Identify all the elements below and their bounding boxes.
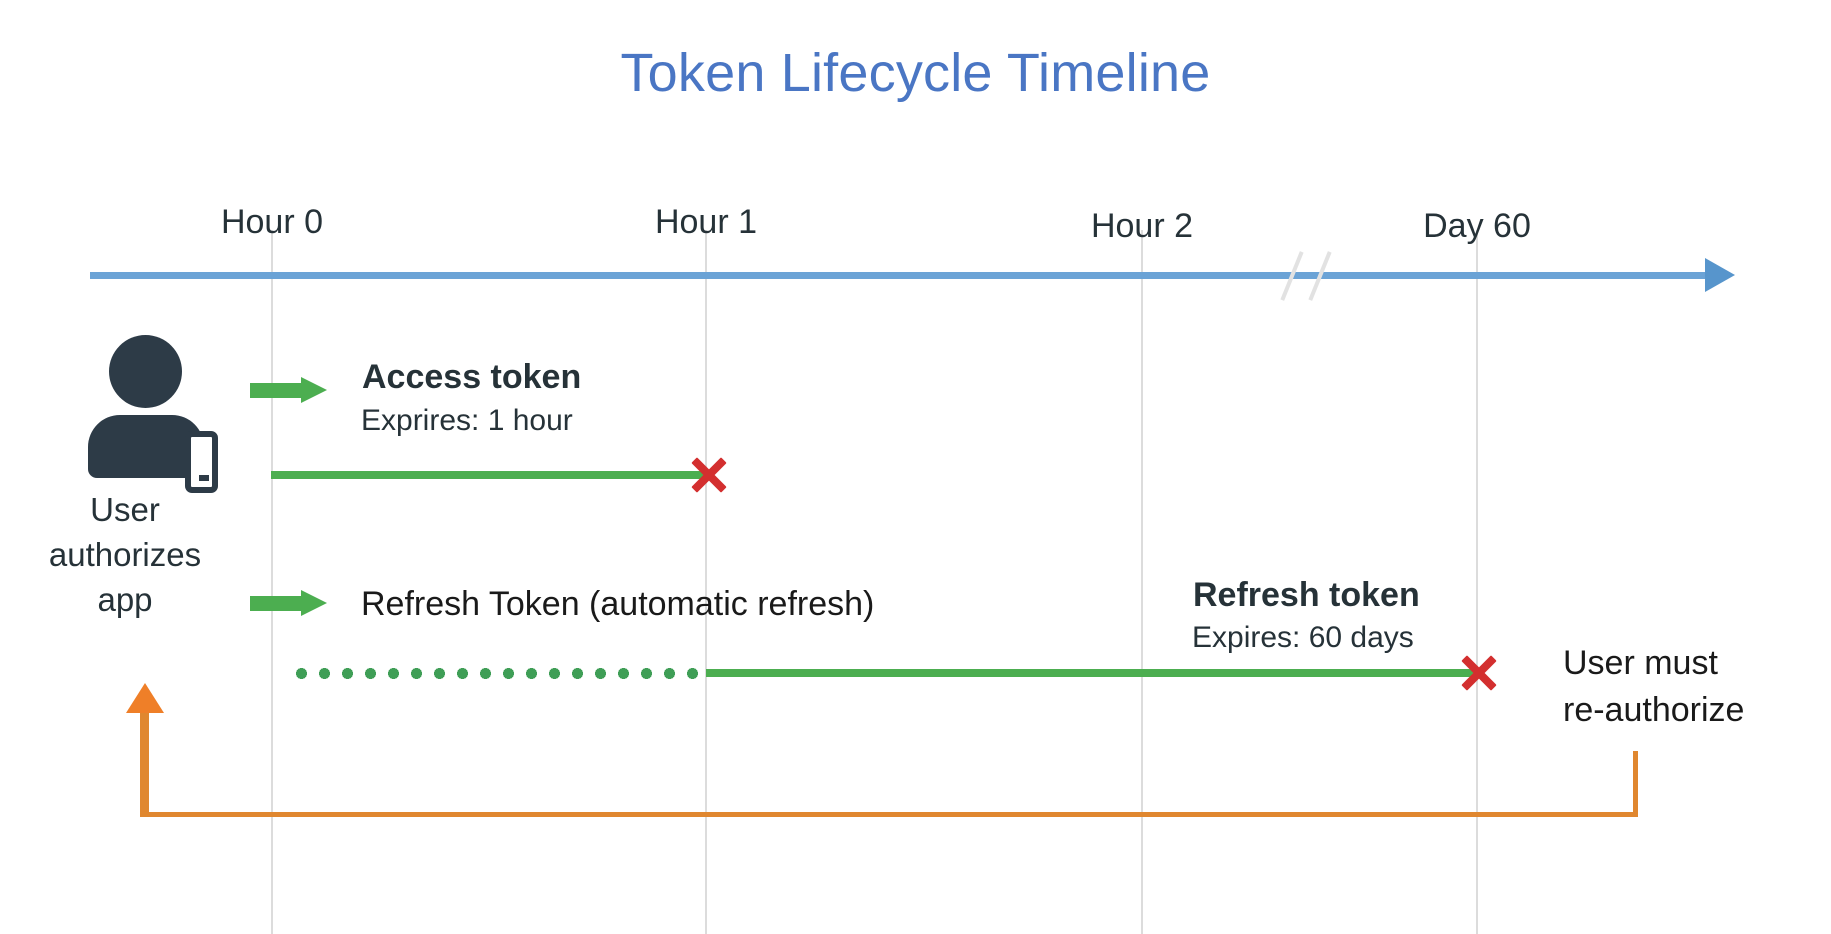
gridline-hour-0 <box>271 230 273 934</box>
tick-label-hour-1: Hour 1 <box>654 203 758 241</box>
timeline-arrow-icon <box>1705 258 1735 292</box>
reauthorize-label-line-2: re-authorize <box>1563 691 1745 729</box>
refresh-token-expiry: Expires: 60 days <box>1192 621 1414 654</box>
user-caption-line-2: authorizes <box>48 536 202 573</box>
timeline-axis-line <box>90 272 1711 279</box>
access-token-expired-x-icon <box>688 454 730 496</box>
phone-button-shape <box>199 475 209 481</box>
user-caption: User authorizes app <box>30 487 220 622</box>
user-head-shape <box>109 335 182 408</box>
reauthorize-loop-vertical-right <box>1633 751 1638 817</box>
page-title: Token Lifecycle Timeline <box>620 43 1211 103</box>
gridline-hour-2 <box>1141 230 1143 934</box>
tick-label-day-60: Day 60 <box>1423 207 1531 245</box>
user-caption-line-1: User <box>90 491 160 528</box>
phone-icon <box>185 431 218 493</box>
user-caption-line-3: app <box>97 581 153 618</box>
user-with-phone-icon <box>88 335 218 493</box>
reauthorize-loop-arrow-icon <box>126 683 164 713</box>
reauthorize-label-line-1: User must <box>1563 644 1718 682</box>
access-token-duration-bar <box>271 471 708 479</box>
gridline-hour-1 <box>705 230 707 934</box>
access-token-title: Access token <box>362 358 582 396</box>
refresh-token-label: Refresh Token (automatic refresh) <box>361 585 875 623</box>
reauthorize-loop-horizontal <box>145 812 1638 817</box>
access-token-arrow-icon <box>250 377 327 403</box>
access-token-expiry: Exprires: 1 hour <box>361 404 573 437</box>
user-body-shape <box>88 415 204 478</box>
reauthorize-loop-vertical-left <box>140 702 149 817</box>
refresh-token-title: Refresh token <box>1193 576 1420 614</box>
gridline-day-60 <box>1476 230 1478 934</box>
refresh-token-expired-x-icon <box>1458 652 1500 694</box>
tick-label-hour-0: Hour 0 <box>220 203 324 241</box>
refresh-token-arrow-icon <box>250 590 327 616</box>
refresh-token-dotted-bar <box>290 668 705 679</box>
refresh-token-duration-bar <box>706 669 1478 677</box>
tick-label-hour-2: Hour 2 <box>1090 207 1194 245</box>
